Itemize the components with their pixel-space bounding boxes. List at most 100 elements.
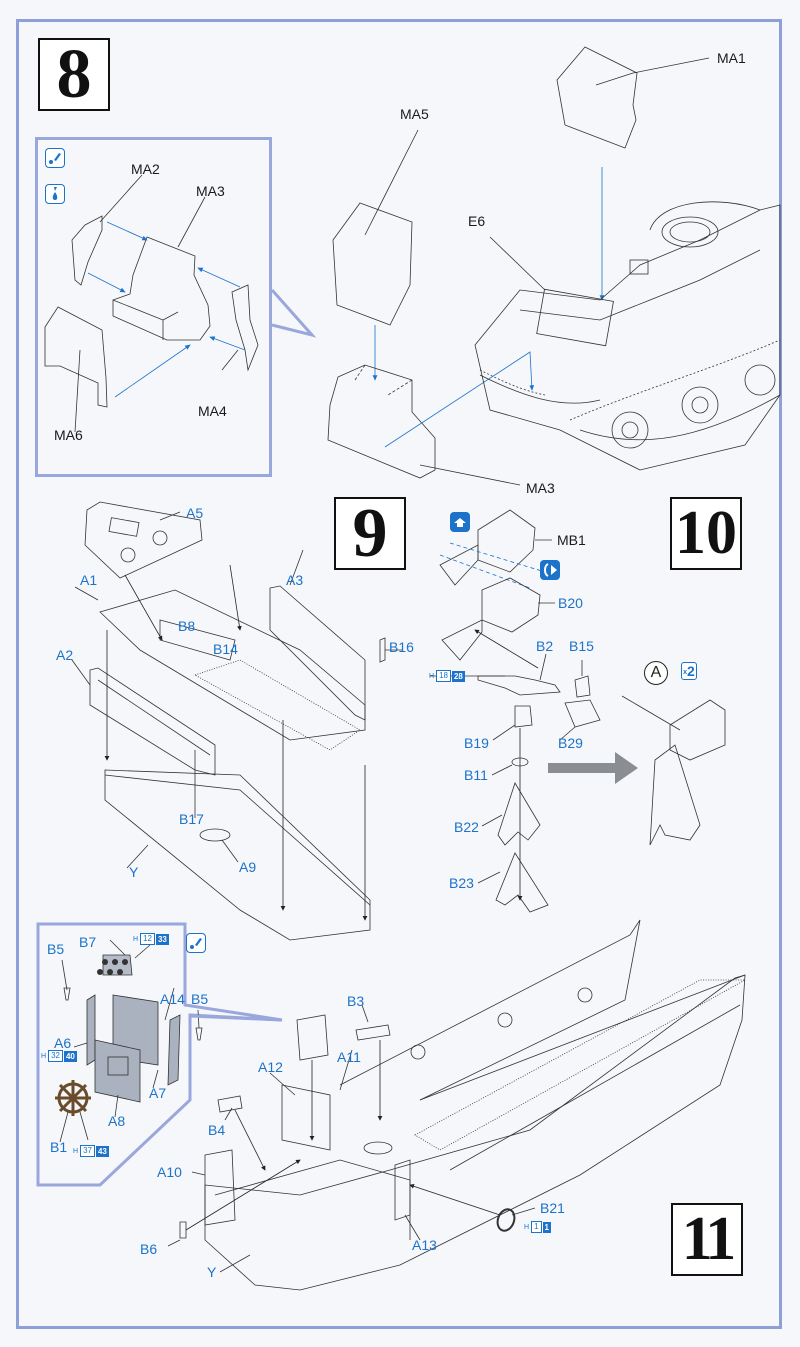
part-mb1 [477,509,536,573]
paint-code-outline: 1 [531,1221,542,1233]
part-b29 [564,699,601,728]
paint-prefix: H [429,672,435,680]
paint-code-b2: H 18 28 [429,670,465,682]
part-a2 [89,667,216,776]
part-a10 [204,1149,236,1226]
part-b15 [574,675,591,698]
part-b20 [481,577,541,633]
label-e6: E6 [468,213,486,229]
label-b3: B3 [347,993,365,1009]
label-b2: B2 [536,638,554,654]
fold-up-icon [450,512,470,532]
part-helm-console [296,1014,329,1061]
quantity-prefix: x [683,669,688,676]
label-a7: A7 [149,1085,167,1101]
paint-code-outline: 37 [80,1145,95,1157]
paint-code-a6: H 32 40 [41,1050,77,1062]
label-b21: B21 [540,1200,565,1216]
part-b6 [179,1221,187,1239]
paint-prefix: H [41,1052,47,1060]
step8-detail-inset [35,137,272,477]
apply-glue-icon [45,148,65,168]
label-a13: A13 [412,1237,437,1253]
label-b14: B14 [213,641,238,657]
part-b22 [497,782,541,846]
label-ma4: MA4 [198,403,227,419]
part-ma3-main [327,364,436,479]
label-b1: B1 [50,1139,68,1155]
label-b7: B7 [79,934,97,950]
part-b5-left [63,987,71,1001]
apply-cement-drop-icon [45,184,65,204]
label-ma1: MA1 [717,50,746,66]
paint-code-outline: 18 [436,670,451,682]
part-b23 [495,852,549,913]
part-b16 [379,637,386,663]
part-ma5 [332,202,413,326]
label-a6: A6 [54,1035,72,1051]
label-ma5: MA5 [400,106,429,122]
paint-code-b21: H 1 1 [524,1221,551,1233]
landing-craft-hull [167,919,747,1291]
part-b21 [496,1208,516,1232]
label-ma6: MA6 [54,427,83,443]
paint-code-b1: H 37 43 [73,1145,109,1157]
label-b4: B4 [208,1122,226,1138]
part-ma6 [44,306,108,408]
label-ma3-main: MA3 [526,480,555,496]
flip-over-icon [540,560,560,580]
label-a5: A5 [186,505,204,521]
label-ma3-inset: MA3 [196,183,225,199]
part-ma4 [231,284,259,372]
label-a12: A12 [258,1059,283,1075]
loading-ramp [414,979,747,1151]
label-b16: B16 [389,639,414,655]
step-number-10: 10 [670,497,742,570]
part-ma1 [556,46,638,149]
part-a12 [281,1084,331,1151]
step-number-8: 8 [38,36,110,113]
part-ma3-inset [112,236,211,341]
part-b1-ship-wheel [55,1080,91,1116]
part-a6 [86,994,96,1066]
paint-prefix: H [133,935,139,943]
paint-code-filled: 28 [451,670,465,682]
paint-code-b7: H 12 33 [133,933,169,945]
label-b29: B29 [558,735,583,751]
label-b5-right: B5 [191,991,209,1007]
label-b22: B22 [454,819,479,835]
label-b6: B6 [140,1241,158,1257]
label-a9: A9 [239,859,257,875]
part-b3 [355,1024,391,1041]
paint-code-filled: 43 [95,1145,109,1157]
part-b19 [514,705,533,728]
part-y-hull [104,769,371,941]
label-a8: A8 [108,1113,126,1129]
label-b23: B23 [449,875,474,891]
part-a8 [94,1039,141,1103]
paint-code-outline: 32 [48,1050,63,1062]
label-a1: A1 [80,572,98,588]
label-a2: A2 [56,647,74,663]
step-number-11: 11 [671,1203,743,1276]
paint-code-filled: 40 [63,1050,77,1062]
label-b19: B19 [464,735,489,751]
label-mb1: MB1 [557,532,586,548]
inset-detail-frame [36,922,283,1187]
label-b8: B8 [178,618,196,634]
label-b17: B17 [179,811,204,827]
paint-code-filled: 1 [542,1221,551,1233]
step-number-9: 9 [334,495,406,572]
subassembly-callout-a: A [644,661,668,685]
paint-prefix: H [73,1147,79,1155]
apply-glue-icon-step11 [186,933,206,953]
deck-grating [194,659,361,751]
label-y-step11: Y [207,1264,217,1280]
label-ma2: MA2 [131,161,160,177]
label-a3: A3 [286,572,304,588]
label-y-step9: Y [129,864,139,880]
label-a10: A10 [157,1164,182,1180]
paint-prefix: H [524,1223,530,1231]
